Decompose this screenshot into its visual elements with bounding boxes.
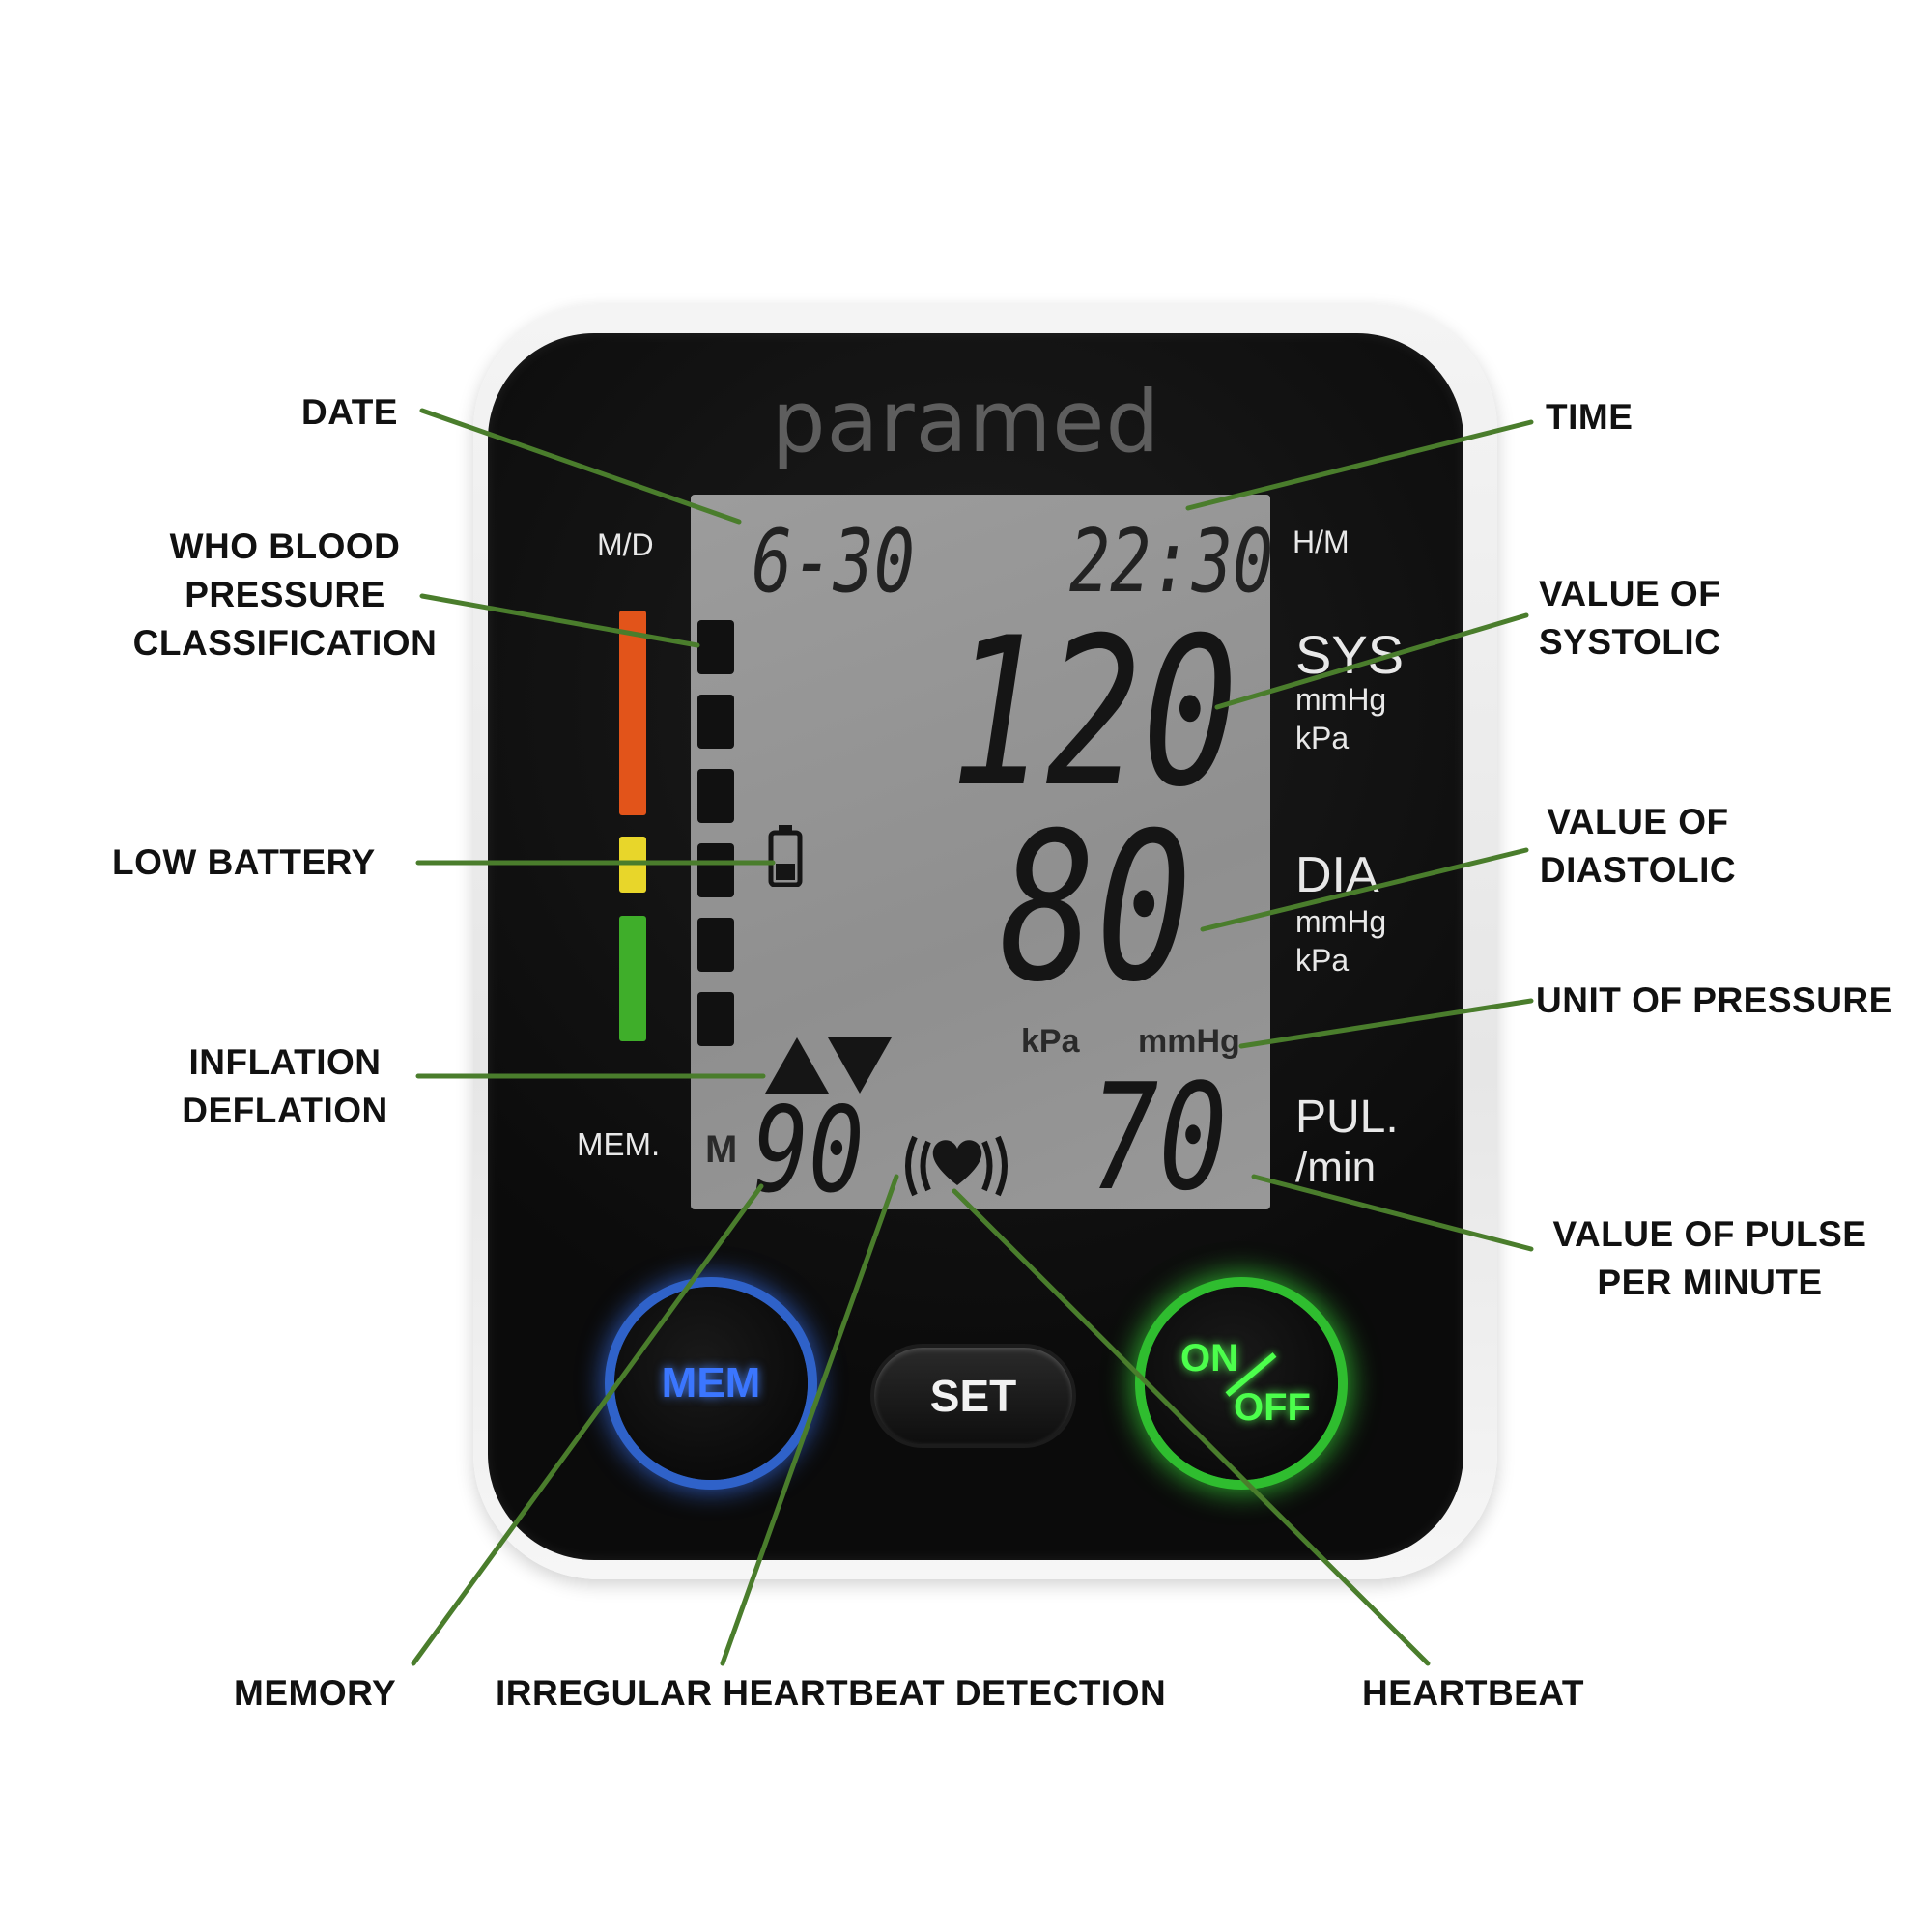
mem-button-label: MEM [661, 1359, 761, 1406]
mem-label: MEM. [577, 1126, 661, 1162]
dia-mmhg-label: mmHg [1295, 904, 1387, 939]
sys-mmhg-label: mmHg [1295, 682, 1387, 717]
mem-button[interactable]: MEM [614, 1287, 808, 1480]
wave-brackets-icon [905, 1135, 1008, 1197]
off-label: OFF [1234, 1386, 1311, 1429]
diastolic-value: 80 [1000, 788, 1193, 1027]
dia-kpa-label: kPa [1295, 943, 1350, 978]
on-label: ON [1180, 1337, 1238, 1379]
leader-systolic [1214, 612, 1529, 710]
callout-irregular: IRREGULAR HEARTBEAT DETECTION [496, 1673, 1167, 1713]
lcd-screen: 6-30 22:30 120 80 70 kPa mmHg M 90 [691, 495, 1274, 1223]
who-indicator-segment [697, 695, 734, 749]
triangle-down-icon [828, 1037, 892, 1094]
leader-time [1185, 419, 1534, 511]
callout-systolic: VALUE OF SYSTOLIC [1539, 574, 1721, 662]
leader-diastolic [1200, 847, 1529, 932]
set-button[interactable]: SET [874, 1348, 1072, 1444]
pulse-value: 70 [1090, 1052, 1228, 1223]
leader-heartbeat [952, 1188, 1431, 1666]
who-bar-green [619, 916, 646, 1041]
callout-inflation: INFLATION DEFLATION [182, 1042, 388, 1130]
mmhg-unit-label: mmHg [1138, 1023, 1240, 1060]
callout-low-battery: LOW BATTERY [112, 842, 376, 882]
callout-memory: MEMORY [234, 1673, 397, 1713]
leader-date [419, 408, 742, 525]
power-button[interactable]: ON OFF [1145, 1287, 1338, 1480]
callout-pulse: VALUE OF PULSE PER MINUTE [1552, 1214, 1867, 1302]
callout-diastolic: VALUE OF DIASTOLIC [1539, 802, 1737, 890]
heart-icon [932, 1140, 982, 1185]
kpa-unit-label: kPa [1021, 1023, 1080, 1060]
pulse-label: PUL. [1295, 1092, 1399, 1143]
who-bar-red [619, 611, 646, 815]
triangle-up-icon [765, 1037, 829, 1094]
memory-prefix: M [705, 1128, 738, 1171]
callout-unit: UNIT OF PRESSURE [1536, 980, 1893, 1020]
set-button-label: SET [929, 1371, 1017, 1421]
who-indicator-segment [697, 620, 734, 674]
callout-time: TIME [1546, 397, 1634, 437]
callout-date: DATE [301, 392, 398, 432]
callout-who: WHO BLOOD PRESSURE CLASSIFICATION [132, 526, 438, 663]
memory-number: 90 [753, 1082, 865, 1219]
who-indicator-segment [697, 843, 734, 897]
per-min-label: /min [1295, 1144, 1377, 1191]
sys-label: SYS [1295, 624, 1405, 685]
sys-kpa-label: kPa [1295, 721, 1350, 755]
leader-pulse [1251, 1174, 1534, 1252]
leader-irregular [720, 1174, 899, 1666]
callout-heartbeat: HEARTBEAT [1362, 1673, 1584, 1713]
time-display: 22:30 [1069, 511, 1274, 612]
who-indicator-segment [697, 769, 734, 823]
who-indicator-segment [697, 992, 734, 1046]
leader-who [419, 593, 700, 648]
leader-unit [1238, 998, 1534, 1049]
date-display: 6-30 [752, 511, 916, 612]
md-label: M/D [597, 527, 654, 562]
systolic-value: 120 [950, 593, 1238, 832]
leader-memory [411, 1183, 764, 1666]
who-indicator-segment [697, 918, 734, 972]
battery-low-icon [768, 825, 803, 887]
brand-logo: paramed [771, 372, 1161, 471]
hm-label: H/M [1293, 525, 1350, 559]
